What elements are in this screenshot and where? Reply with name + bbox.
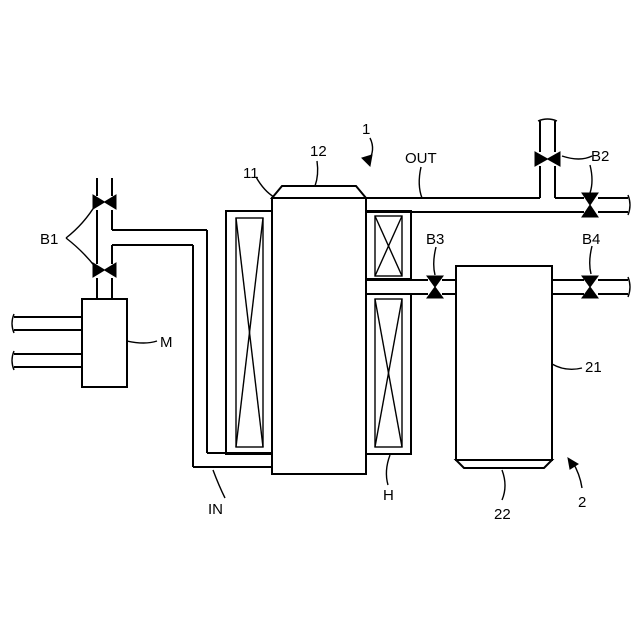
valve-b3 — [427, 276, 443, 298]
tank-bottom — [456, 460, 552, 468]
label-heater-h: H — [383, 487, 394, 504]
label-tank-bottom-22: 22 — [494, 506, 511, 523]
label-tank-21: 21 — [585, 359, 602, 376]
mixer-inlet-pipes — [12, 314, 82, 370]
label-in: IN — [208, 501, 223, 518]
tank-body — [456, 266, 552, 460]
valve-b1-upper — [92, 195, 117, 210]
valve-b2-vertical — [535, 152, 560, 166]
mixer-box — [82, 299, 127, 387]
label-system-2: 2 — [578, 494, 586, 511]
vessel-lid — [272, 186, 366, 198]
vessel-body — [272, 198, 366, 474]
label-valve-b3: B3 — [426, 231, 444, 248]
label-mixer-m: M — [160, 334, 173, 351]
valve-b4 — [582, 276, 598, 298]
valve-b2-horizontal — [582, 193, 598, 217]
heater-right-upper — [366, 211, 411, 279]
label-out: OUT — [405, 150, 437, 167]
label-lid-12: 12 — [310, 143, 327, 160]
label-valve-b4: B4 — [582, 231, 600, 248]
label-system-1: 1 — [362, 121, 370, 138]
valve-b1-lower — [92, 263, 117, 278]
label-valve-b2: B2 — [591, 148, 609, 165]
label-valve-b1: B1 — [40, 231, 58, 248]
heater-left — [226, 211, 272, 454]
label-vessel-11: 11 — [243, 165, 259, 182]
heater-right-lower — [366, 294, 411, 454]
b3-pipe — [366, 280, 456, 294]
